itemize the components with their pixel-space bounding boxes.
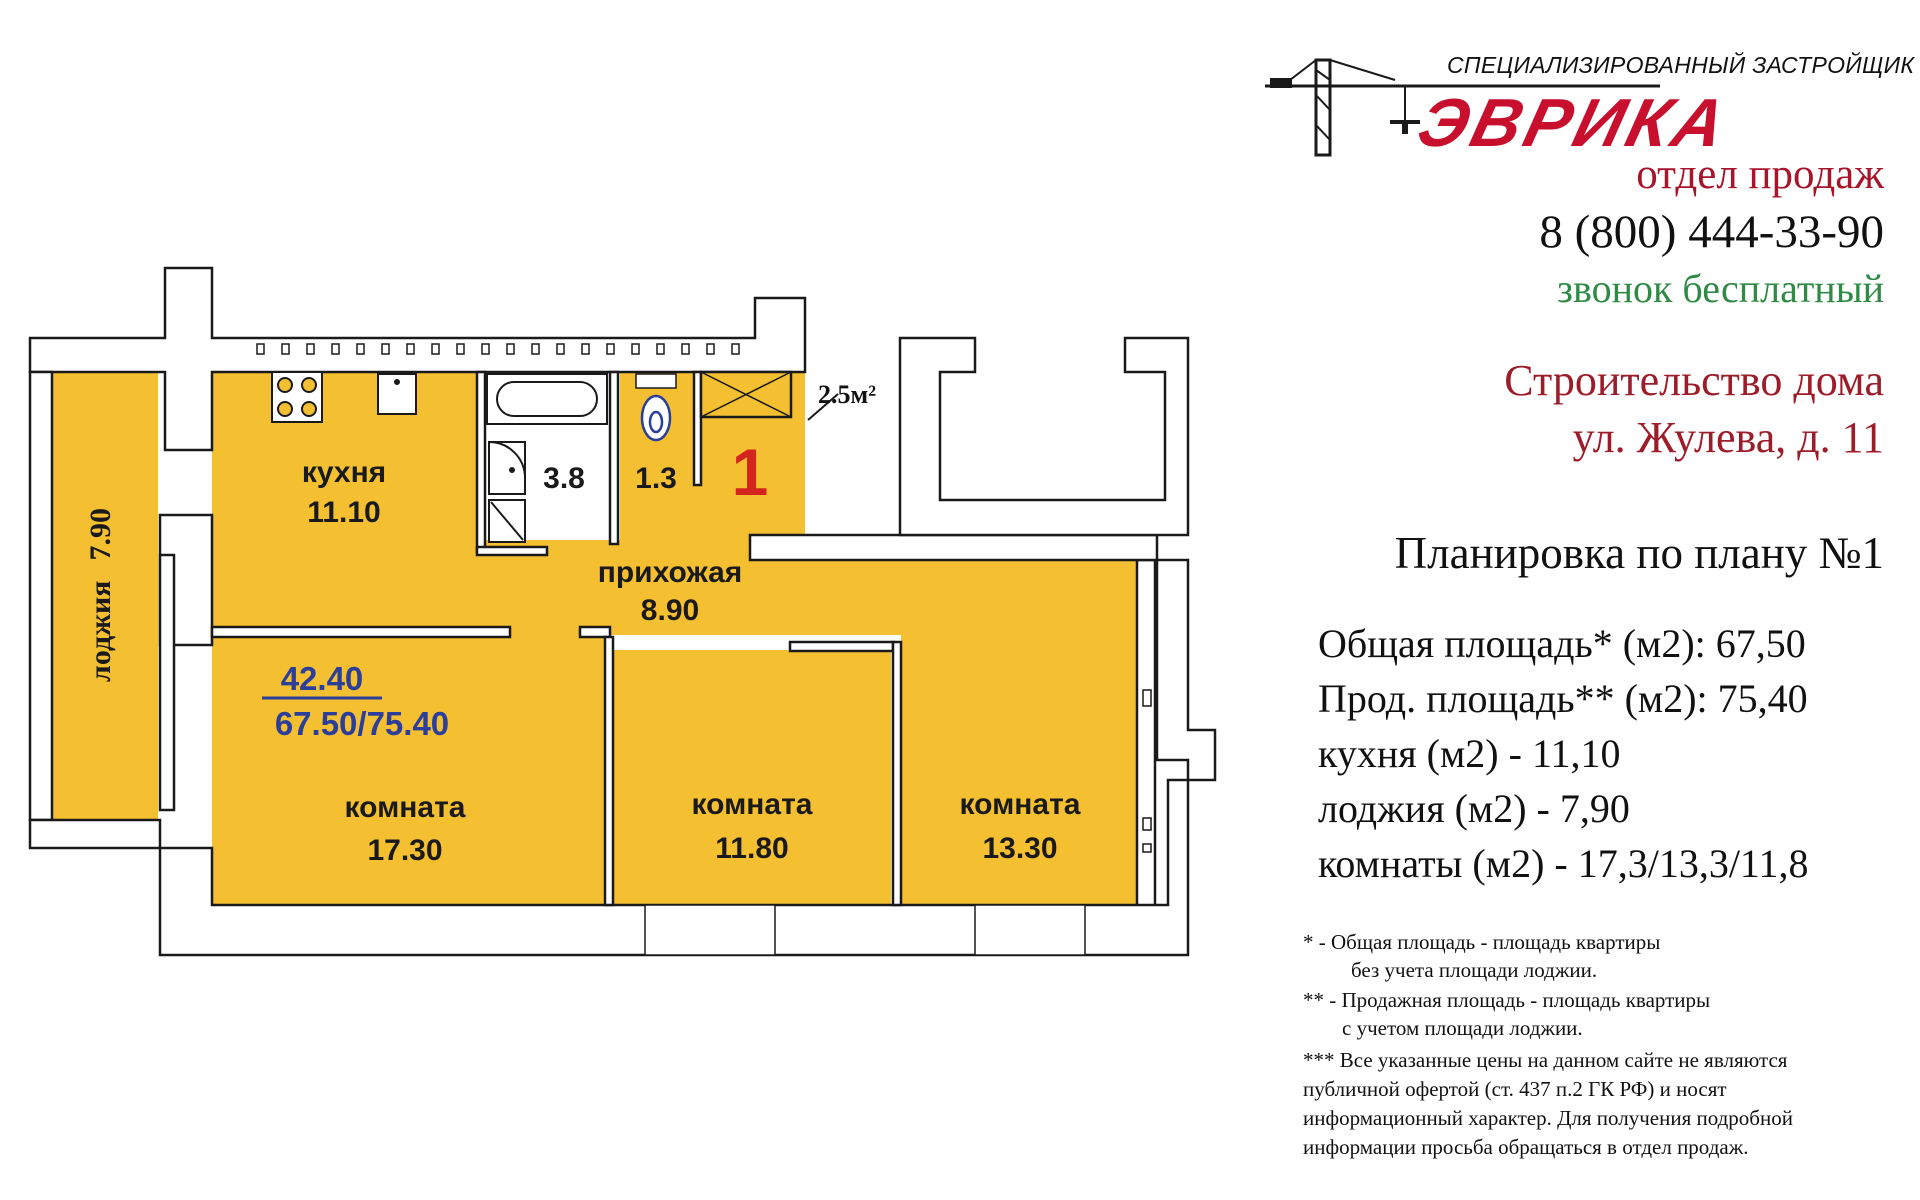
loggia-floor: [52, 370, 158, 820]
room1-room2-wall: [603, 635, 615, 907]
radiator-dashes: [256, 343, 740, 355]
loggia-bottom: [28, 818, 162, 850]
bath-toilet-wall: [608, 370, 620, 546]
note-line: публичной офертой (ст. 437 п.2 ГК РФ) и …: [1303, 1077, 1727, 1101]
room2-area: 11.80: [715, 832, 788, 865]
radiator-mark: [331, 343, 340, 355]
kitchen-room-wall: [210, 625, 512, 639]
note-line: информации просьба обращаться в отдел пр…: [1303, 1135, 1749, 1159]
bathtub-icon: [486, 373, 608, 425]
room2-top-wall: [788, 640, 895, 653]
radiator-mark: [681, 343, 690, 355]
note-line: *** Все указанные цены на данном сайте н…: [1303, 1048, 1788, 1072]
radiator-mark: [631, 343, 640, 355]
sink-icon: [377, 373, 417, 415]
radiator-mark: [656, 343, 665, 355]
windows: [644, 904, 1086, 956]
spec-sale-area: Прод. площадь** (м2): 75,40: [1318, 676, 1808, 721]
address: ул. Жулева, д. 11: [1572, 413, 1884, 462]
neighbor-block: [898, 336, 1190, 537]
spec-kitchen: кухня (м2) - 11,10: [1318, 731, 1621, 776]
note-line: с учетом площади лоджии.: [1342, 1016, 1583, 1040]
living-area: 42.40: [281, 660, 364, 697]
radiator-mark: [356, 343, 365, 355]
toilet-closet-wall: [692, 370, 703, 487]
toilet-icon: [635, 373, 677, 442]
switch-marks: [1142, 689, 1152, 853]
top-wall: [28, 266, 807, 452]
shower-icon: [488, 441, 526, 495]
loggia-frame: [28, 370, 54, 822]
note-line: информационный характер. Для получения п…: [1303, 1106, 1793, 1130]
room3-area: 13.30: [982, 832, 1057, 865]
radiator-mark: [506, 343, 515, 355]
bathroom-bottom-wall: [475, 545, 549, 557]
loggia-name: лоджия: [84, 581, 117, 682]
room2-name: комната: [692, 788, 813, 821]
spec-loggia: лоджия (м2) - 7,90: [1318, 786, 1630, 831]
stove-icon: [271, 371, 323, 423]
closet-cross-icon: [700, 371, 792, 418]
note-line: ** - Продажная площадь - площадь квартир…: [1303, 988, 1711, 1012]
spec-total-area: Общая площадь* (м2): 67,50: [1318, 621, 1806, 666]
radiator-mark: [706, 343, 715, 355]
note-line: * - Общая площадь - площадь квартиры: [1303, 930, 1661, 954]
room3-name: комната: [960, 788, 1081, 821]
right-wall: [1155, 558, 1217, 782]
radiator-mark: [431, 343, 440, 355]
window-room2: [644, 904, 776, 956]
hallway-wall: [748, 533, 1159, 562]
room1-area: 17.30: [367, 834, 442, 867]
total-area: 67.50/75.40: [275, 705, 449, 742]
room3-floor: [901, 560, 1137, 905]
radiator-mark: [531, 343, 540, 355]
kitchen-area: 11.10: [307, 496, 380, 529]
plan-title: Планировка по плану №1: [1394, 528, 1884, 578]
closet-area: 2.5м²: [818, 380, 876, 409]
radiator-mark: [731, 343, 740, 355]
hall-stub-wall: [578, 625, 612, 639]
bathroom-area: 3.8: [543, 462, 585, 495]
closet-pointer: [807, 393, 839, 421]
radiator-mark: [406, 343, 415, 355]
radiator-mark: [281, 343, 290, 355]
radiator-mark: [381, 343, 390, 355]
left-window: [158, 553, 176, 812]
hallway-name: прихожая: [598, 556, 743, 589]
company-subtitle: СПЕЦИАЛИЗИРОВАННЫЙ ЗАСТРОЙЩИК: [1447, 52, 1915, 78]
radiator-mark: [256, 343, 265, 355]
room1-name: комната: [345, 791, 466, 824]
flat-number: 1: [732, 435, 769, 509]
sales-dept: отдел продаж: [1636, 151, 1884, 198]
radiator-mark: [581, 343, 590, 355]
radiator-mark: [556, 343, 565, 355]
loggia-label: лоджия 7.90: [84, 508, 117, 682]
kitchen-name: кухня: [302, 456, 386, 489]
room2-floor: [613, 650, 891, 905]
room2-room3-wall: [891, 640, 903, 907]
radiator-mark: [481, 343, 490, 355]
toilet-area: 1.3: [635, 462, 677, 495]
room1-floor: [212, 635, 607, 905]
hallway-area: 8.90: [641, 594, 699, 627]
note-line: без учета площади лоджии.: [1351, 958, 1598, 982]
bathroom-left-wall: [475, 370, 487, 554]
phone-note: звонок бесплатный: [1557, 266, 1884, 311]
construction-title: Строительство дома: [1504, 356, 1884, 405]
window-room3: [974, 904, 1086, 956]
radiator-mark: [456, 343, 465, 355]
radiator-mark: [306, 343, 315, 355]
washbasin-icon: [488, 499, 526, 543]
loggia-area: 7.90: [84, 508, 117, 561]
crane-icon: [1265, 58, 1660, 157]
radiator-mark: [606, 343, 615, 355]
kitchen-floor: [212, 372, 477, 627]
spec-rooms: комнаты (м2) - 17,3/13,3/11,8: [1318, 841, 1809, 886]
phone-number[interactable]: 8 (800) 444-33-90: [1539, 206, 1884, 258]
